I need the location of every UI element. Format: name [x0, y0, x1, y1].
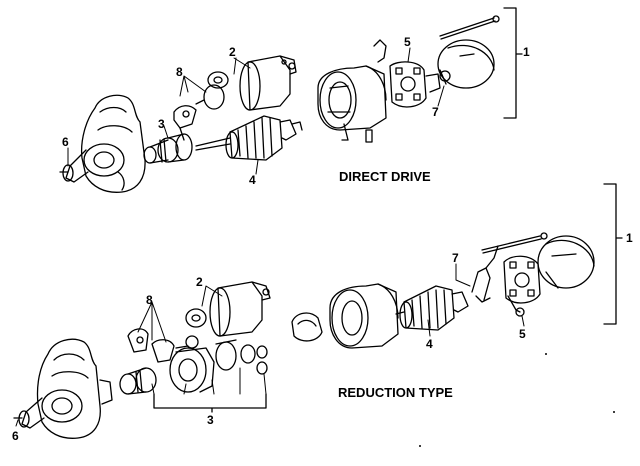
dd-shift-lever	[173, 105, 197, 141]
rt-callout-3: 3	[207, 413, 214, 427]
rt-callout-8: 8	[146, 293, 153, 307]
rt-section-title: REDUCTION TYPE	[338, 385, 453, 400]
rt-solenoid	[185, 281, 271, 349]
rt-retainer-ring	[291, 312, 323, 342]
dd-callout-7: 7	[432, 105, 439, 119]
rt-callout-4: 4	[426, 337, 433, 351]
rt-callout-2: 2	[196, 275, 203, 289]
rt-leader-lines	[15, 263, 525, 427]
dd-leader-lines	[67, 47, 445, 175]
rt-callout-1: 1	[626, 231, 633, 245]
dd-end-cover	[437, 39, 495, 89]
rt-callout-6: 6	[12, 429, 19, 443]
dd-bracket	[503, 7, 523, 119]
rt-clutch	[119, 367, 157, 395]
rt-callout-5: 5	[519, 327, 526, 341]
dd-brush-holder	[373, 39, 441, 108]
dd-callout-3: 3	[158, 117, 165, 131]
rt-shift-lever	[127, 328, 189, 363]
dd-callout-8: 8	[176, 65, 183, 79]
rt-bracket	[603, 183, 623, 325]
dd-callout-4: 4	[249, 173, 256, 187]
direct-drive-assembly	[59, 7, 523, 193]
dd-callout-6: 6	[62, 135, 69, 149]
dd-through-bolt	[439, 15, 500, 40]
rt-brush-holder	[471, 245, 541, 317]
dd-armature	[195, 115, 303, 161]
rt-gear-housing	[169, 339, 268, 393]
rt-armature	[395, 285, 469, 331]
dd-section-title: DIRECT DRIVE	[339, 169, 431, 184]
dd-front-housing	[59, 94, 146, 193]
rt-yoke	[329, 283, 399, 349]
rt-front-housing	[13, 338, 113, 439]
rt-callout-7: 7	[452, 251, 459, 265]
dd-yoke	[317, 65, 387, 143]
dd-solenoid	[195, 55, 297, 111]
rt-through-bolt	[481, 232, 548, 254]
rt-end-cover	[537, 235, 595, 289]
dd-callout-1: 1	[523, 45, 530, 59]
dd-callout-2: 2	[229, 45, 236, 59]
dd-callout-5: 5	[404, 35, 411, 49]
reduction-type-assembly	[13, 183, 623, 439]
rt-bracket-3	[153, 393, 267, 413]
speckles	[419, 353, 615, 447]
